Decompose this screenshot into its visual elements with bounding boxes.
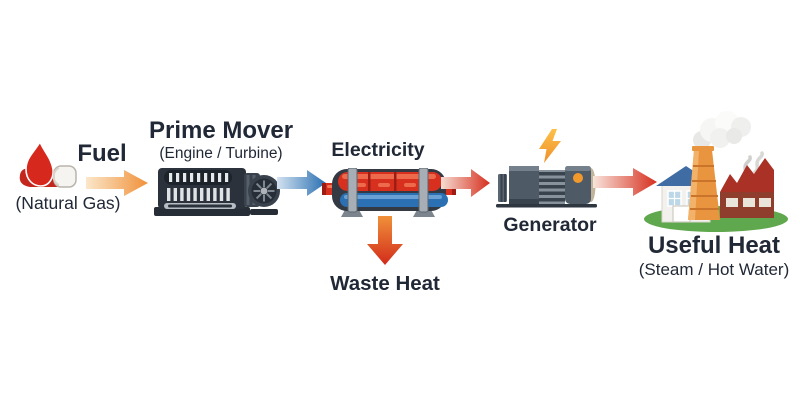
electricity-label: Electricity [331,139,425,161]
flame-icon [16,141,78,189]
generator-label: Generator [503,214,597,236]
fuel-sublabel: (Natural Gas) [15,193,121,213]
useful-heat-label: Useful Heat [647,232,781,259]
electricity-to-waste-heat-arrow-icon [367,216,403,266]
prime-mover-to-electricity-arrow-icon [277,168,326,198]
engine-turbine-icon [152,163,280,219]
electricity-to-generator-arrow-icon [441,167,490,199]
electric-motor-icon [496,160,597,209]
prime-mover-sublabel: (Engine / Turbine) [159,145,283,162]
generator-to-useful-heat-arrow-icon [593,166,657,198]
waste-heat-label: Waste Heat [330,272,440,295]
lightning-bolt-icon [539,129,561,163]
factory-icon [642,110,794,234]
fuel-to-prime-mover-arrow-icon [86,168,148,198]
heat-exchanger-icon [322,168,456,218]
prime-mover-label: Prime Mover [148,117,294,144]
fuel-label: Fuel [77,140,127,167]
useful-heat-sublabel: (Steam / Hot Water) [638,260,790,279]
